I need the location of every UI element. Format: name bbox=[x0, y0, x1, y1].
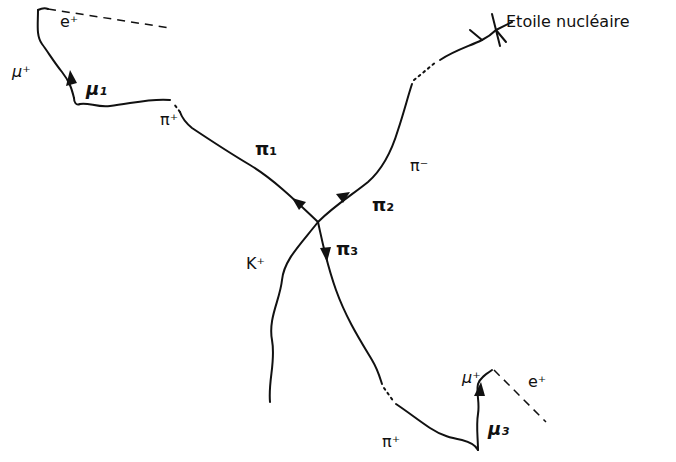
particle-label: e⁺ bbox=[528, 374, 546, 390]
track-number: μ₁ bbox=[86, 80, 107, 98]
particle-label: e⁺ bbox=[60, 14, 78, 30]
track-number: π₂ bbox=[372, 196, 394, 214]
star-label: Etoile nucléaire bbox=[506, 14, 630, 30]
particle-label: π⁻ bbox=[410, 158, 428, 174]
particle-label: μ⁺ bbox=[462, 370, 481, 386]
track-number: μ₃ bbox=[488, 420, 509, 438]
particle-label: π⁺ bbox=[382, 434, 400, 450]
particle-label: π⁺ bbox=[160, 112, 178, 128]
particle-label: μ⁺ bbox=[12, 64, 31, 80]
track-number: π₁ bbox=[255, 140, 277, 158]
particle-label: K⁺ bbox=[246, 256, 265, 272]
track-number: π₃ bbox=[336, 240, 358, 258]
